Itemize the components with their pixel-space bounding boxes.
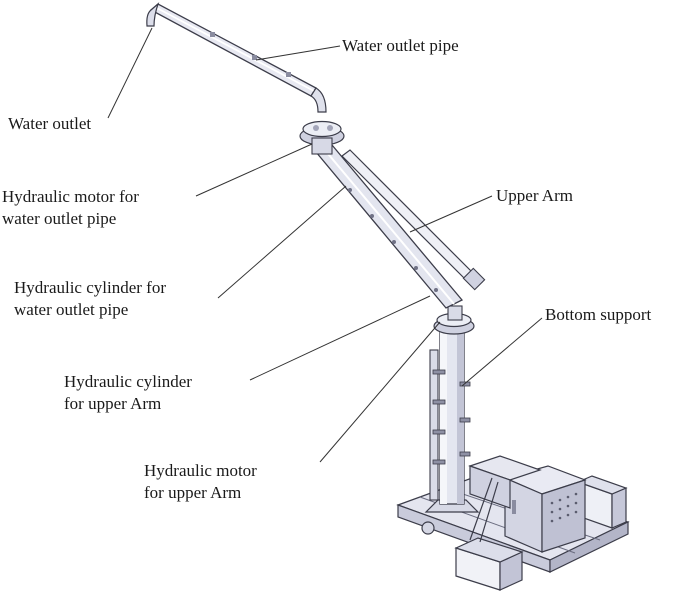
support-braces (469, 477, 499, 543)
leader-bottom-support (461, 317, 543, 387)
label-hyd-cyl-pipe-line-2: water outlet pipe (14, 300, 129, 319)
label-water-outlet-pipe: Water outlet pipe (342, 36, 459, 55)
label-hyd-cyl-arm: Hydraulic cylinder for upper Arm (64, 371, 192, 415)
label-hyd-cyl-pipe-line-1: Hydraulic cylinder for (14, 278, 166, 297)
leader-upper-arm (409, 195, 493, 233)
label-hyd-motor-arm: Hydraulic motor for upper Arm (144, 460, 257, 504)
lower-turntable (433, 305, 475, 335)
label-hyd-cyl-pipe: Hydraulic cylinder for water outlet pipe (14, 277, 166, 321)
front-basket (454, 537, 524, 591)
label-hyd-cyl-arm-line-2: for upper Arm (64, 394, 162, 413)
label-hyd-motor-pipe: Hydraulic motor for water outlet pipe (2, 186, 139, 230)
label-hyd-motor-pipe-line-1: Hydraulic motor for (2, 187, 139, 206)
label-hyd-motor-arm-line-1: Hydraulic motor (144, 461, 257, 480)
label-water-outlet: Water outlet (8, 114, 92, 133)
leader-hyd-cyl-arm (249, 295, 431, 381)
control-cabinet (503, 465, 587, 553)
leader-lines (107, 27, 543, 463)
upper-turntable (299, 120, 345, 155)
label-bottom-support: Bottom support (545, 305, 652, 324)
water-outlet-pipe (146, 2, 327, 113)
leader-water-outlet-pipe (255, 45, 341, 61)
hydraulic-tank (468, 455, 542, 509)
leader-hyd-motor-arm (319, 321, 441, 463)
label-hyd-cyl-arm-line-1: Hydraulic cylinder (64, 372, 192, 391)
leader-hyd-motor-pipe (195, 143, 313, 197)
label-hyd-motor-arm-line-2: for upper Arm (144, 483, 242, 502)
upper-arm-cylinder (341, 149, 486, 291)
support-column (424, 331, 480, 513)
leader-hyd-cyl-pipe (217, 185, 347, 299)
label-upper-arm: Upper Arm (496, 186, 573, 205)
upper-arm-beam (314, 144, 464, 309)
leader-water-outlet (107, 27, 153, 119)
label-hyd-motor-pipe-line-2: water outlet pipe (2, 209, 117, 228)
